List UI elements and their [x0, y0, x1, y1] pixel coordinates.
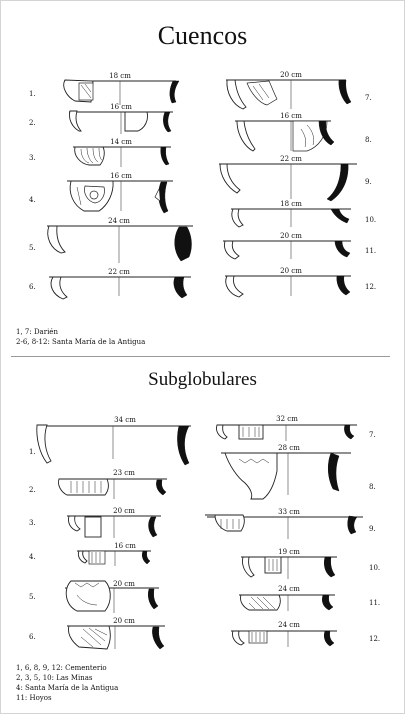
- subglobular-size-2: 23 cm: [113, 469, 135, 477]
- subglobular-profile-9: [205, 514, 363, 539]
- subglobulares-legend-line-2: 2, 3, 5, 10: Las Minas: [16, 674, 93, 682]
- cuenco-size-6: 22 cm: [108, 268, 130, 276]
- subglobular-size-11: 24 cm: [278, 585, 300, 593]
- subglobular-size-1: 34 cm: [114, 416, 136, 424]
- cuenco-profile-2: [69, 110, 173, 134]
- subglobular-profile-8: [221, 452, 351, 500]
- subglobular-number-2: 2.: [29, 486, 36, 494]
- cuenco-size-9: 22 cm: [280, 155, 302, 163]
- cuencos-legend: 1, 7: Darién 2-6, 8-12: Santa María de l…: [16, 327, 145, 347]
- subglobular-number-11: 11.: [369, 599, 381, 607]
- subglobular-size-7: 32 cm: [276, 415, 298, 423]
- section-divider: [11, 356, 390, 357]
- subglobular-profile-7: [216, 424, 357, 441]
- cuenco-size-7: 20 cm: [280, 71, 302, 79]
- section-title-subglobulares: Subglobulares: [148, 369, 257, 390]
- cuenco-number-8: 8.: [365, 136, 372, 144]
- subglobular-size-5: 20 cm: [113, 580, 135, 588]
- cuenco-size-3: 14 cm: [110, 138, 132, 146]
- cuenco-size-10: 18 cm: [280, 200, 302, 208]
- cuenco-profile-6: [49, 276, 191, 300]
- cuenco-number-11: 11.: [365, 247, 377, 255]
- subglobular-size-6: 20 cm: [113, 617, 135, 625]
- subglobular-number-12: 12.: [369, 635, 381, 643]
- cuenco-size-12: 20 cm: [280, 267, 302, 275]
- cuenco-profile-1: [63, 79, 180, 105]
- cuenco-profile-7: [226, 79, 352, 110]
- subglobular-size-9: 33 cm: [278, 508, 300, 516]
- cuencos-legend-line-2: 2-6, 8-12: Santa María de la Antigua: [16, 338, 146, 346]
- subglobulares-legend-line-1: 1, 6, 8, 9, 12: Cementerio: [16, 664, 107, 672]
- subglobular-number-3: 3.: [29, 519, 36, 527]
- subglobular-profile-5: [65, 580, 159, 613]
- cuenco-size-2: 16 cm: [110, 103, 132, 111]
- subglobular-profile-1: [36, 424, 191, 466]
- subglobular-number-9: 9.: [369, 525, 376, 533]
- cuenco-size-5: 24 cm: [108, 217, 130, 225]
- cuenco-number-6: 6.: [29, 283, 36, 291]
- cuenco-number-7: 7.: [365, 94, 372, 102]
- cuenco-number-3: 3.: [29, 154, 36, 162]
- cuenco-profile-5: [47, 225, 193, 263]
- subglobular-profile-2: [58, 478, 167, 499]
- cuenco-profile-9: [219, 163, 357, 202]
- cuenco-profile-10: [231, 208, 351, 228]
- cuenco-number-5: 5.: [29, 244, 36, 252]
- cuenco-size-11: 20 cm: [280, 232, 302, 240]
- subglobulares-legend: 1, 6, 8, 9, 12: Cementerio 2, 3, 5, 10: …: [16, 663, 118, 703]
- subglobular-profile-3: [67, 515, 161, 538]
- subglobular-profile-12: [231, 630, 337, 647]
- subglobular-number-1: 1.: [29, 448, 36, 456]
- subglobular-profile-11: [239, 594, 335, 611]
- cuenco-number-10: 10.: [365, 216, 377, 224]
- cuenco-number-9: 9.: [365, 178, 372, 186]
- subglobular-number-4: 4.: [29, 553, 36, 561]
- subglobular-profile-4: [77, 550, 151, 566]
- subglobular-profile-10: [241, 556, 337, 579]
- subglobular-size-12: 24 cm: [278, 621, 300, 629]
- subglobular-size-8: 28 cm: [278, 444, 300, 452]
- subglobular-profile-6: [67, 625, 165, 650]
- cuencos-legend-line-1: 1, 7: Darién: [16, 328, 58, 336]
- subglobular-number-6: 6.: [29, 633, 36, 641]
- cuenco-number-12: 12.: [365, 283, 377, 291]
- subglobular-number-7: 7.: [369, 431, 376, 439]
- cuenco-profile-11: [223, 240, 351, 260]
- subglobular-number-5: 5.: [29, 593, 36, 601]
- subglobular-size-3: 20 cm: [113, 507, 135, 515]
- subglobular-size-10: 19 cm: [278, 548, 300, 556]
- cuenco-size-8: 16 cm: [280, 112, 302, 120]
- subglobulares-legend-line-3: 4: Santa María de la Antigua: [16, 684, 119, 692]
- cuenco-number-4: 4.: [29, 196, 36, 204]
- cuenco-number-2: 2.: [29, 119, 36, 127]
- subglobulares-legend-line-4: 11: Hoyos: [16, 694, 52, 702]
- subglobular-number-10: 10.: [369, 564, 381, 572]
- cuenco-profile-4: [67, 180, 173, 214]
- cuenco-profile-8: [235, 120, 335, 152]
- subglobular-number-8: 8.: [369, 483, 376, 491]
- subglobular-size-4: 16 cm: [114, 542, 136, 550]
- cuenco-size-4: 16 cm: [110, 172, 132, 180]
- section-title-cuencos: Cuencos: [157, 21, 248, 50]
- cuenco-size-1: 18 cm: [109, 72, 131, 80]
- cuenco-number-1: 1.: [29, 90, 36, 98]
- cuenco-profile-12: [225, 275, 351, 298]
- cuenco-profile-3: [73, 146, 171, 167]
